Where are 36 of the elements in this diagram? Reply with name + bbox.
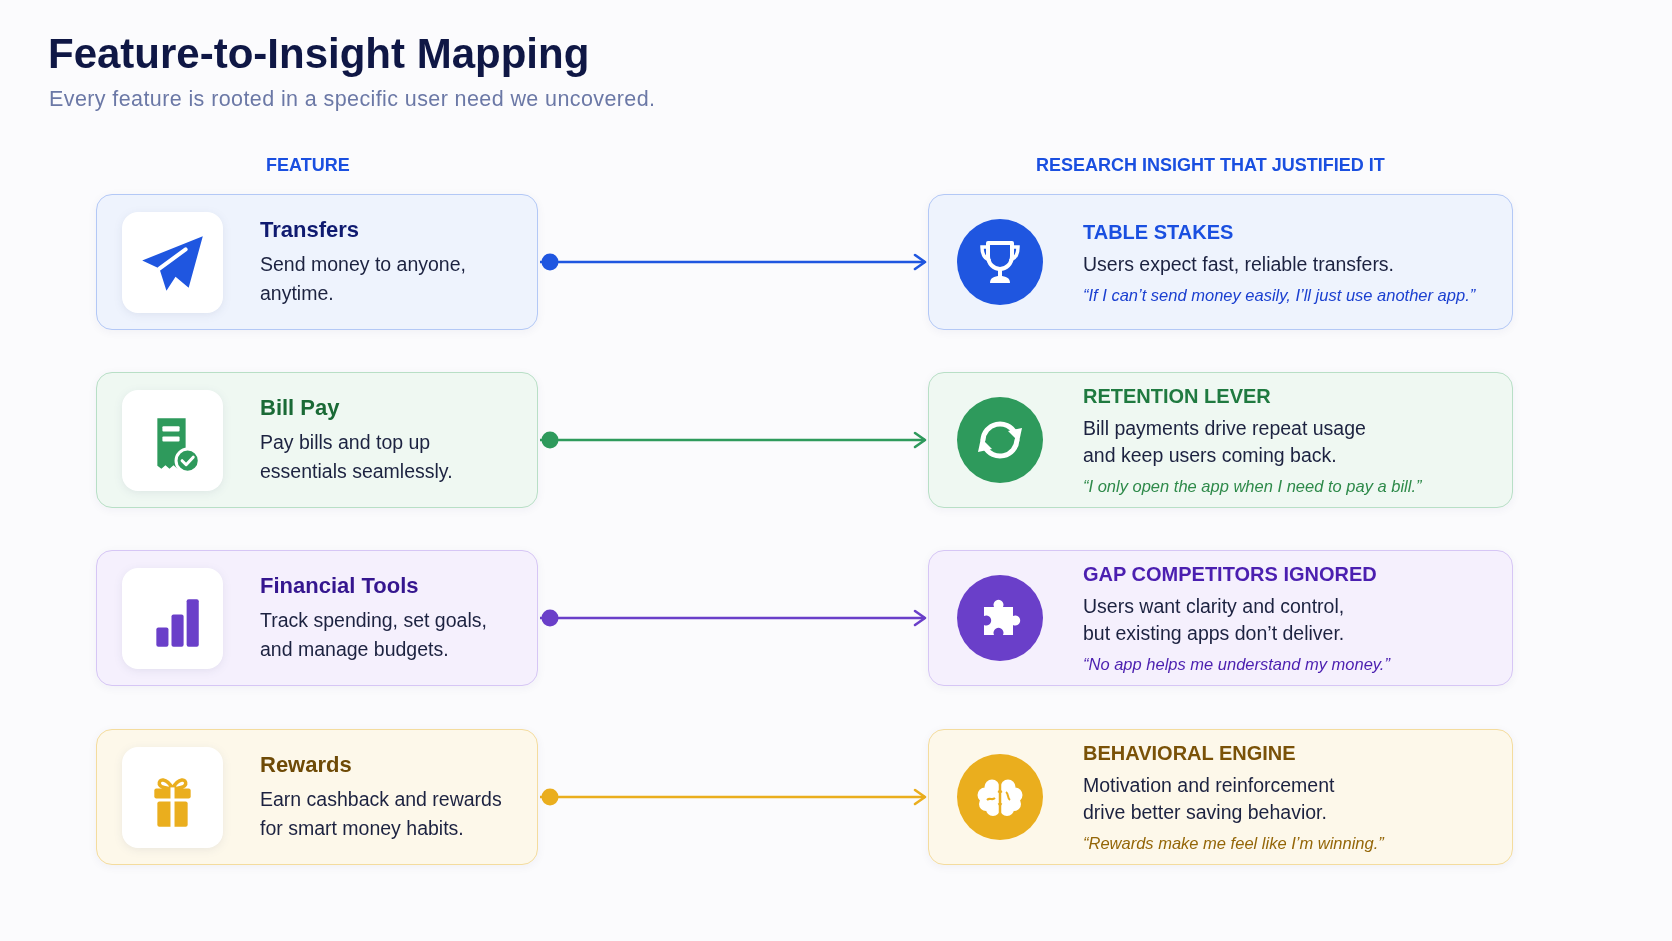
insight-title: RETENTION LEVER: [1083, 384, 1272, 409]
title: Feature-to-Insight Mapping: [48, 30, 590, 78]
feature-card: [96, 372, 538, 508]
feature-description: Pay bills and top up essentials seamlessly.: [260, 430, 454, 484]
feature-card: [96, 194, 538, 330]
feature-description: Earn cashback and rewards for smart money habits.: [260, 787, 503, 841]
insight-card: [928, 550, 1513, 686]
insight-card: [928, 194, 1513, 330]
user-quote: “If I can’t send money easily, I’ll just use another app.”: [1083, 284, 1477, 306]
feature-title: Financial Tools: [260, 572, 420, 600]
insight-description: Users want clarity and control, but existing apps don’t deliver.: [1083, 594, 1346, 646]
user-quote: “No app helps me understand my money.”: [1083, 654, 1390, 675]
arrow: [540, 431, 927, 449]
arrow: [540, 788, 927, 806]
column-header: FEATURE: [266, 155, 350, 176]
feature-description: Send money to anyone, anytime.: [260, 252, 467, 306]
arrow: [540, 609, 927, 627]
insight-description: Motivation and reinforcement drive better saving behavior.: [1083, 773, 1336, 825]
arrow: [540, 253, 927, 271]
insight-description: Users expect fast, reliable transfers.: [1083, 251, 1396, 277]
insight-title: TABLE STAKES: [1083, 219, 1235, 245]
column-header: RESEARCH INSIGHT THAT JUSTIFIED IT: [1036, 155, 1385, 176]
feature-description: Track spending, set goals, and manage budgets.: [260, 608, 488, 662]
insight-card: [928, 372, 1513, 508]
insight-description: Bill payments drive repeat usage and keep users coming back.: [1083, 416, 1367, 468]
insight-card: [928, 729, 1513, 865]
subtitle: Every feature is rooted in a specific user need we uncovered.: [49, 87, 656, 112]
user-quote: “Rewards make me feel like I’m winning.”: [1083, 833, 1384, 854]
feature-title: Bill Pay: [260, 394, 341, 422]
user-quote: “I only open the app when I need to pay a bill.”: [1083, 476, 1422, 497]
feature-card: [96, 729, 538, 865]
feature-title: Transfers: [260, 216, 361, 244]
insight-title: BEHAVIORAL ENGINE: [1083, 741, 1297, 766]
feature-card: [96, 550, 538, 686]
insight-title: GAP COMPETITORS IGNORED: [1083, 562, 1378, 587]
feature-title: Rewards: [260, 751, 353, 779]
